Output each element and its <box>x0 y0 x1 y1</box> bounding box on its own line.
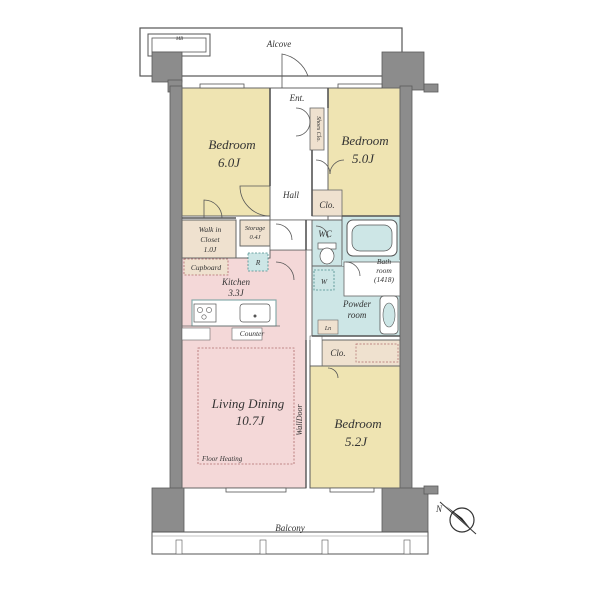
refrigerator-space <box>247 252 269 272</box>
bedroom-se-name: Bedroom <box>334 416 381 431</box>
bedroom-ne-size: 5.0J <box>352 151 375 166</box>
shoe-closet-label: Shoes Clo. <box>315 116 321 142</box>
storage-size: 0.4J <box>249 234 261 241</box>
alcove-area: MB Alcove <box>139 27 403 77</box>
walk-in-closet-line1: Walk in <box>199 225 222 234</box>
alcove-label: Alcove <box>266 39 291 49</box>
powder-room-line2: room <box>348 310 367 320</box>
storage-label: Storage <box>245 225 265 232</box>
counter-label: Counter <box>240 329 265 338</box>
cupboard <box>183 258 229 276</box>
walk-in-closet-size: 1.0J <box>204 245 217 254</box>
bedroom-nw-name: Bedroom <box>208 137 255 152</box>
pipe-space <box>309 335 323 369</box>
balcony-label: Balcony <box>275 523 305 533</box>
balcony-area: Balcony <box>151 523 429 555</box>
north-arrow-icon: N <box>435 501 477 535</box>
door-swings <box>203 53 361 379</box>
wc-label: WC <box>318 229 332 239</box>
kitchen-size: 3.3J <box>227 288 244 298</box>
refrigerator-label: R <box>255 258 261 267</box>
bedroom-se-size: 5.2J <box>345 434 368 449</box>
linen-shelf <box>317 319 339 335</box>
powder-room-line1: Powder <box>342 299 371 309</box>
meter-box-label: MB <box>175 37 183 42</box>
north-label: N <box>435 504 443 514</box>
bath-label-line1: Bath <box>377 257 391 266</box>
kitchen-label: Kitchen <box>221 277 250 287</box>
hall-label: Hall <box>282 190 300 200</box>
bedroom-nw-floor <box>181 87 271 217</box>
shoe-closet <box>309 107 325 151</box>
washer-space <box>313 269 335 291</box>
closet-ne <box>311 189 343 217</box>
floor-heating-zone <box>197 347 295 465</box>
sink-icon <box>239 303 271 323</box>
closet-se-label: Clo. <box>330 348 345 358</box>
entrance-label: Ent. <box>289 93 305 103</box>
bedroom-se-floor <box>309 365 401 489</box>
bath-size: (1418) <box>374 275 394 284</box>
wall-door-label: WallDoor <box>295 403 304 435</box>
linen-label: Ln <box>324 326 331 332</box>
walk-in-closet-line2: Closet <box>200 235 220 244</box>
windows <box>199 83 383 493</box>
washbasin-icon <box>379 295 399 335</box>
toilet-icon <box>317 242 337 265</box>
walk-in-closet <box>181 219 237 259</box>
living-dining-label: Living Dining <box>211 396 285 411</box>
bedroom-ne-name: Bedroom <box>341 133 388 148</box>
bathtub-icon <box>346 219 398 257</box>
structural-walls <box>151 51 439 533</box>
interior-walls <box>182 88 400 337</box>
bath-label-line2: room <box>376 266 392 275</box>
storage <box>239 219 271 247</box>
washer-label: W <box>321 277 328 286</box>
living-dining-size: 10.7J <box>236 413 266 428</box>
cupboard-label: Cupboard <box>191 263 221 272</box>
floor-heating-label: Floor Heating <box>201 455 243 463</box>
closet-ne-label: Clo. <box>319 200 334 210</box>
stove-icon <box>193 303 217 323</box>
bedroom-nw-size: 6.0J <box>218 155 241 170</box>
